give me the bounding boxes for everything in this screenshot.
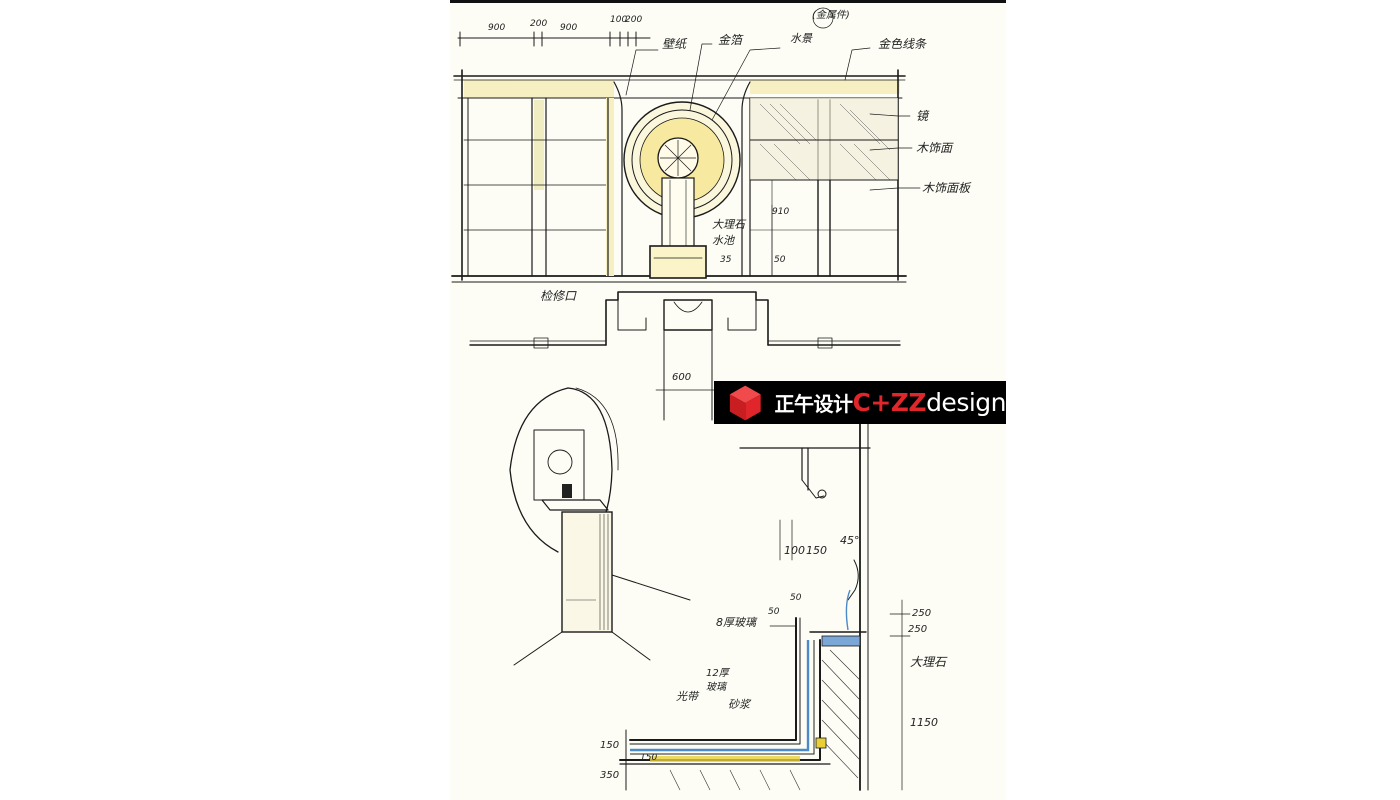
dim-350: 350: [600, 770, 619, 781]
dim-top-4: 100: [610, 15, 627, 25]
dim-top-1: 900: [488, 23, 505, 33]
dim-45: 45°: [840, 534, 860, 547]
annotations: 900 200 900 100 200 壁纸 金箔 (金属件) 水景 金色线条 …: [488, 9, 972, 781]
label-basin: 水池: [712, 234, 735, 247]
brand-wordmark: 正午设计C+ZZdesign: [775, 388, 1007, 417]
cube-icon: [729, 385, 761, 420]
label-sconce-a: (金属件): [812, 9, 850, 21]
label-glass: 8厚玻璃: [716, 616, 758, 629]
label-wallpaper: 壁纸: [662, 37, 688, 51]
plan-drawing: [469, 291, 901, 421]
perspective-drawing: [509, 387, 691, 666]
label-left-note: 检修口: [540, 289, 577, 303]
dim-250b: 250: [908, 624, 927, 635]
dim-250: 250: [912, 608, 931, 619]
label-floor-c: 玻璃: [706, 681, 728, 693]
label-mirror: 镜: [916, 109, 930, 123]
elevation-drawing: [451, 7, 921, 283]
dim-top-2: 200: [530, 19, 547, 29]
dim-50: 50: [774, 255, 786, 265]
dim-910: 910: [772, 207, 789, 217]
dim-top-3: 900: [560, 23, 577, 33]
dim-150b: 150: [600, 740, 619, 751]
dim-150c: 150: [640, 753, 657, 763]
dim-50c: 50: [768, 607, 780, 617]
dim-100: 100: [784, 544, 805, 557]
section-drawing: [619, 419, 911, 791]
label-marble: 大理石: [712, 218, 747, 231]
architectural-sketch: 900 200 900 100 200 壁纸 金箔 (金属件) 水景 金色线条 …: [450, 0, 1006, 791]
brand-logo: 正午设计C+ZZdesign: [714, 381, 1006, 424]
dim-600: 600: [672, 372, 691, 383]
label-floor-d: 砂浆: [728, 698, 752, 711]
label-ceiling-trim: 金色线条: [878, 37, 927, 51]
brand-accent: C+ZZ: [852, 388, 927, 417]
label-marble-b: 大理石: [910, 655, 948, 669]
label-wood-a: 木饰面: [916, 141, 954, 155]
label-floor-b: 12厚: [706, 668, 731, 679]
label-floor-a: 光带: [676, 690, 700, 703]
brand-design: design: [926, 388, 1006, 417]
brand-chinese: 正午设计: [774, 392, 854, 416]
label-gold-leaf: 金箔: [718, 33, 744, 47]
dim-1150: 1150: [910, 716, 938, 729]
dim-35: 35: [720, 255, 732, 265]
dim-50b: 50: [790, 593, 802, 603]
dim-top-5: 200: [625, 15, 642, 25]
dim-150: 150: [806, 544, 827, 557]
label-wood-b: 木饰面板: [922, 181, 972, 195]
label-sconce-b: 水景: [790, 32, 813, 45]
